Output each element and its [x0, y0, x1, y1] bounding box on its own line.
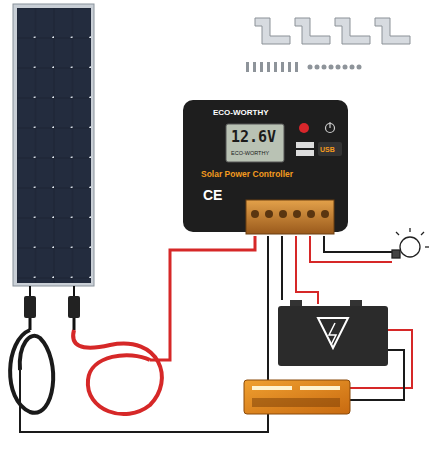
controller-body [183, 100, 348, 234]
solar-controller: ECO-WORTHY 12.6V ECO-WORTHY USB Solar Power … [183, 100, 348, 232]
lcd-brand: ECO-WORTHY [231, 151, 269, 157]
brand-label: ECO-WORTHY [213, 109, 269, 117]
ce-mark: CE [203, 188, 222, 202]
wires [20, 236, 412, 432]
controller-title: Solar Power Controller [201, 170, 293, 179]
screws [246, 62, 362, 72]
power-inverter [244, 380, 350, 414]
mounting-brackets [255, 18, 410, 44]
light-bulb [392, 228, 429, 258]
usb-label: USB [320, 146, 335, 153]
lcd-voltage: 12.6V [231, 130, 276, 145]
cable-coils [10, 330, 162, 414]
mc4-connectors [24, 296, 80, 330]
solar-panel [13, 4, 94, 296]
battery [278, 300, 388, 366]
